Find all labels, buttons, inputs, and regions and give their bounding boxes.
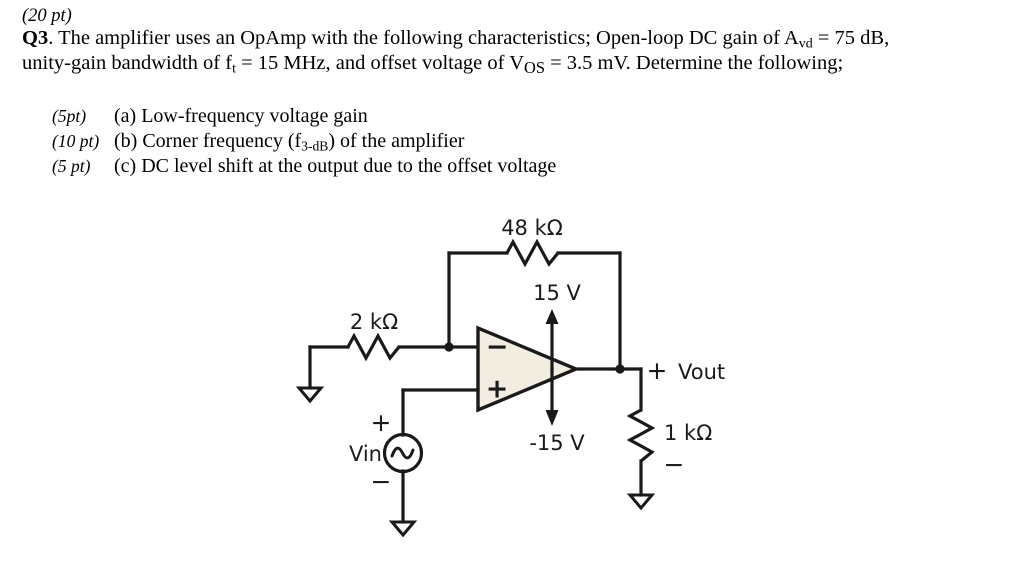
question-line-2-part-a: unity-gain bandwidth of f xyxy=(22,52,233,74)
subquestion-b-points: (10 pt) xyxy=(52,131,100,151)
question-line-1-part-b: = 75 dB, xyxy=(812,27,890,49)
subquestion-a: (5pt) (a) Low-frequency voltage gain xyxy=(52,104,368,129)
subquestion-a-text: Low-frequency voltage gain xyxy=(136,105,368,127)
subquestion-a-points: (5pt) xyxy=(52,106,87,126)
question-line-2-subscript-2: OS xyxy=(524,58,545,78)
opamp-triangle xyxy=(476,325,581,413)
question-line-1-part-a: . The amplifier uses an OpAmp with the f… xyxy=(48,27,799,49)
load-resistor-1k-label: 1 kΩ xyxy=(664,421,712,445)
points-tag: (20 pt) xyxy=(22,6,72,26)
negative-supply-arrow-icon xyxy=(545,410,559,426)
output-label-vout: Vout xyxy=(678,360,725,384)
subquestion-c-points: (5 pt) xyxy=(52,156,91,176)
input-resistor-2k-label: 2 kΩ xyxy=(350,310,398,334)
source-minus-sign: − xyxy=(371,467,392,496)
ground-icon-source xyxy=(388,520,418,538)
opamp-inverting-input-sign: − xyxy=(486,332,509,363)
feedback-resistor-48k-label: 48 kΩ xyxy=(501,216,563,240)
source-label-vin: Vin xyxy=(349,442,382,466)
output-node xyxy=(615,364,625,374)
question-line-2-part-c: = 3.5 mV. Determine the following; xyxy=(545,52,844,74)
subquestion-b-subscript: 3-dB xyxy=(301,138,329,154)
question-line-1-subscript: vd xyxy=(798,36,813,52)
question-line-2-subscript-1: t xyxy=(232,61,236,77)
output-plus-sign: + xyxy=(647,356,668,385)
subquestion-a-marker: (a) xyxy=(114,105,137,127)
question-number: Q3 xyxy=(22,27,49,49)
voltage-source-vin-symbol xyxy=(382,432,424,474)
ground-icon-load xyxy=(626,493,656,511)
subquestion-b: (10 pt) (b) Corner frequency (f3-dB) of t… xyxy=(52,129,464,158)
subquestion-b-text-a: Corner frequency (f xyxy=(137,130,302,152)
positive-supply-arrow-icon xyxy=(545,309,559,324)
load-resistor-1k-symbol xyxy=(626,408,656,463)
positive-supply-label: 15 V xyxy=(533,281,581,305)
subquestion-c-marker: (c) xyxy=(114,155,137,177)
question-line-1: Q3. The amplifier uses an OpAmp with the… xyxy=(22,26,889,56)
subquestion-c: (5 pt) (c) DC level shift at the output d… xyxy=(52,154,556,179)
feedback-resistor-48k-symbol xyxy=(505,238,560,268)
question-line-2: unity-gain bandwidth of ft = 15 MHz, and… xyxy=(22,51,843,81)
ground-icon-input xyxy=(295,386,325,404)
output-minus-sign: − xyxy=(664,450,685,479)
input-resistor-2k-symbol xyxy=(346,332,401,362)
negative-supply-label: -15 V xyxy=(529,431,585,455)
sine-wave-icon xyxy=(390,446,415,460)
source-plus-sign: + xyxy=(371,408,392,437)
subquestion-b-marker: (b) xyxy=(114,130,138,152)
subquestion-c-text: DC level shift at the output due to the … xyxy=(136,155,557,177)
subquestion-b-text-b: ) of the amplifier xyxy=(328,130,465,152)
question-line-2-part-b: = 15 MHz, and offset voltage of V xyxy=(235,52,525,74)
opamp-noninverting-input-sign: + xyxy=(486,374,509,405)
inverting-input-node xyxy=(444,342,454,352)
